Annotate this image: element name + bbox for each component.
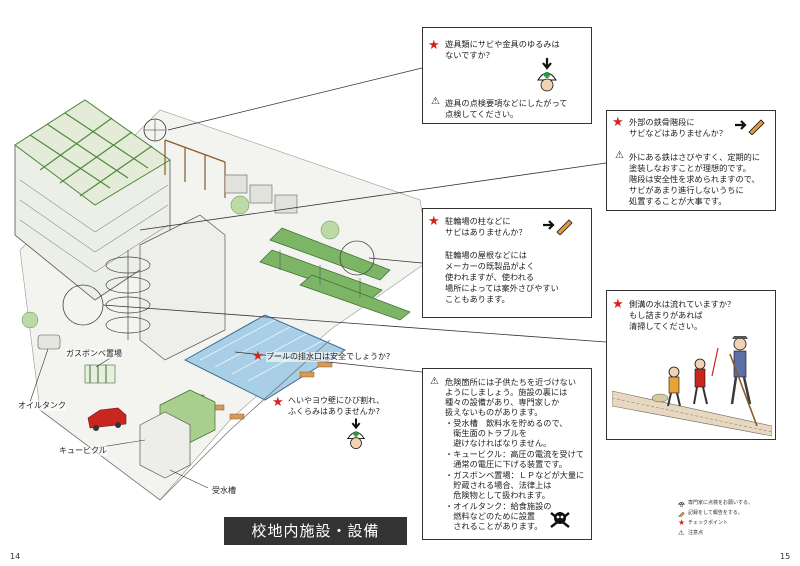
danger-line15: されることがあります。 [445, 521, 543, 531]
helmet-worker-icon [678, 502, 685, 507]
star-icon: ★ [678, 518, 686, 527]
fixtures-question-line2: ないですか？ [445, 50, 494, 60]
danger-line1: 危険箇所には子供たちを近づけない [445, 377, 577, 387]
danger-line5: ・受水槽 飲料水を貯めるので、 [445, 418, 568, 428]
stairs-advice-line1: 外にある鉄はさびやすく、定期的に [629, 152, 761, 162]
danger-line6: 衛生面のトラブルを [445, 428, 527, 438]
stairs-advice-line3: 階段は安全性を求められますので、 [629, 174, 760, 184]
legend-item-caution: 注意点 [688, 530, 704, 536]
legend: 専門家に点検をお願いする。 記録をして報告をする。 ★ チェックポイント ⚠ 注… [678, 500, 796, 548]
star-icon: ★ [252, 349, 264, 364]
legend-item-checkpoint: チェックポイント [688, 520, 729, 526]
stairs-advice-line2: 塗装しなおすことが理想的です。 [629, 163, 751, 173]
danger-line14: 燃料などのために設置 [445, 511, 536, 521]
star-icon: ★ [612, 115, 624, 130]
warning-icon: ⚠ [615, 150, 624, 161]
car-illustration [87, 407, 127, 431]
arrow-pencil-icon [543, 219, 573, 235]
bikeshed-advice-line2: メーカーの既製品がよく [445, 261, 535, 271]
callout-danger: ⚠ 危険箇所には子供たちを近づけない ようにしましょう。施設の裏には 種々の設備… [422, 368, 592, 540]
callout-fixtures: ★ 遊具類にサビや金具のゆるみは ないですか？ ⚠ 遊具の点検要項などにしたがっ… [422, 27, 592, 124]
cubicle-label: キュービクル [59, 446, 107, 456]
danger-line7: 避けなければなりません。 [445, 438, 552, 448]
gutter-question-line1: 側溝の水は流れていますか？ [629, 299, 736, 309]
danger-line2: ようにしましょう。施設の裏には [445, 387, 568, 397]
star-icon: ★ [612, 297, 624, 312]
wall-crack-label-line2: ふくらみはありませんか? [288, 407, 381, 417]
warning-icon: ⚠ [431, 96, 440, 107]
danger-line13: ・オイルタンク：給食施設の [445, 501, 552, 511]
legend-item-expert: 専門家に点検をお願いする。 [688, 500, 754, 506]
skull-crossbones-icon [550, 512, 570, 528]
bikeshed-advice-line3: 使われますが、使われる [445, 272, 535, 282]
star-icon: ★ [428, 214, 440, 229]
gutter-question-line3: 清掃してください。 [629, 321, 703, 331]
fixtures-question-line1: 遊具類にサビや金具のゆるみは [445, 39, 560, 49]
pool-drain-label: プールの排水口は安全でしょうか? [266, 352, 391, 362]
bikeshed-advice-line5: こともあります。 [445, 294, 510, 304]
water-tank-label: 受水槽 [212, 486, 236, 496]
star-icon: ★ [428, 38, 440, 53]
legend-item-record: 記録をして報告をする。 [688, 510, 743, 516]
helmet-worker-icon [537, 58, 557, 92]
helmet-worker-icon [346, 418, 366, 449]
bikeshed-question-line2: サビはありませんか？ [445, 227, 527, 237]
callout-gutter: ★ 側溝の水は流れていますか？ もし詰まりがあれば 清掃してください。 [606, 290, 776, 440]
fixtures-advice-line1: 遊具の点検要項などにしたがって [445, 98, 568, 108]
warning-icon: ⚠ [430, 376, 439, 387]
pencil-icon [678, 511, 685, 517]
danger-line9: 通常の電圧に下げる装置です。 [445, 459, 567, 469]
page-number-right: 15 [780, 552, 791, 561]
stairs-question-line2: サビなどはありませんか？ [629, 128, 728, 138]
stairs-advice-line5: 処置することが大事です。 [629, 196, 727, 206]
fixtures-advice-line2: 点検してください。 [445, 109, 519, 119]
danger-line10: ・ガスボンベ置場：ＬＰなどが大量に [445, 470, 585, 480]
stairs-advice-line4: サビがあまり進行しないうちに [629, 185, 744, 195]
danger-line3: 種々の設備があり、専門家しか [445, 397, 560, 407]
star-icon: ★ [272, 395, 284, 410]
gas-cylinder-label: ガスボンベ置場 [66, 349, 122, 359]
callout-stairs: ★ 外部の鉄骨階段に サビなどはありませんか？ ⚠ 外にある鉄はさびやすく、定期… [606, 110, 776, 211]
warning-icon: ⚠ [678, 529, 685, 537]
gutter-question-line2: もし詰まりがあれば [629, 310, 703, 320]
bikeshed-advice-line1: 駐輪場の屋根などには [445, 250, 527, 260]
danger-line4: 扱えないものがあります。 [445, 407, 543, 417]
stairs-question-line1: 外部の鉄骨階段に [629, 117, 695, 127]
people-cleaning-gutter-illustration [612, 336, 772, 437]
danger-line12: 危険物として扱われます。 [445, 490, 550, 500]
bikeshed-question-line1: 駐輪場の柱などに [445, 216, 511, 226]
bikeshed-advice-line4: 場所によっては案外さびやすい [445, 283, 559, 293]
page-title: 校地内施設・設備 [224, 517, 407, 545]
oil-tank-label: オイルタンク [18, 401, 66, 411]
danger-line8: ・キュービクル：高圧の電流を受けて [445, 449, 584, 459]
callout-bikeshed: ★ 駐輪場の柱などに サビはありませんか？ 駐輪場の屋根などには メーカーの既製… [422, 208, 592, 318]
page-number-left: 14 [10, 552, 21, 561]
wall-crack-label-line1: へいやヨウ壁にひび割れ、 [288, 396, 385, 406]
danger-line11: 貯蔵される場合、法律上は [445, 480, 552, 490]
arrow-pencil-icon [735, 119, 765, 135]
